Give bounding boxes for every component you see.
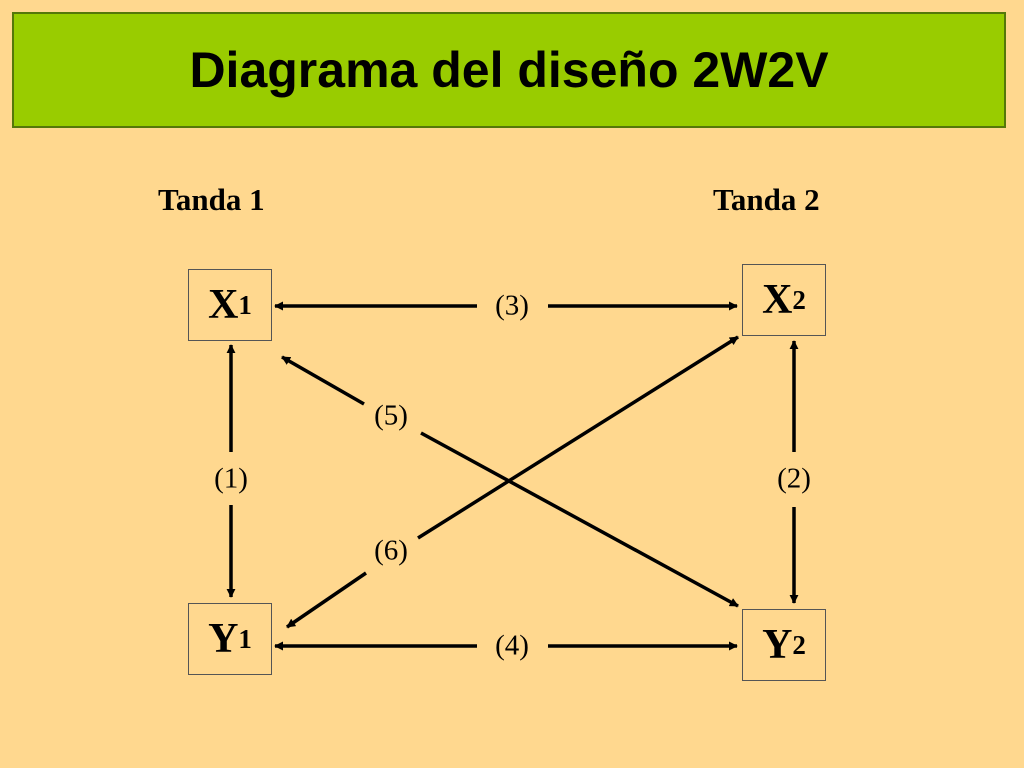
path-label-3: (3) (495, 289, 529, 322)
arrow-5-upper (281, 355, 365, 406)
path-label-6: (6) (374, 534, 408, 567)
path-label-2: (2) (777, 462, 811, 495)
variable-y2-letter: Y (762, 622, 793, 668)
variable-y1-letter: Y (208, 616, 239, 662)
variable-x1-letter: X (208, 282, 239, 328)
arrow-6-lower (286, 571, 367, 629)
wave-1-label: Tanda 1 (158, 182, 265, 217)
path-label-4: (4) (495, 629, 529, 662)
page-title: Diagrama del diseño 2W2V (189, 42, 829, 98)
arrow-6-upper (417, 335, 739, 540)
path-label-5: (5) (374, 399, 408, 432)
path-label-1: (1) (214, 462, 248, 495)
variable-x2-letter: X (762, 277, 793, 323)
title-bar: Diagrama del diseño 2W2V (12, 12, 1006, 128)
arrow-5-lower (420, 431, 739, 608)
wave-2-label: Tanda 2 (713, 182, 820, 217)
